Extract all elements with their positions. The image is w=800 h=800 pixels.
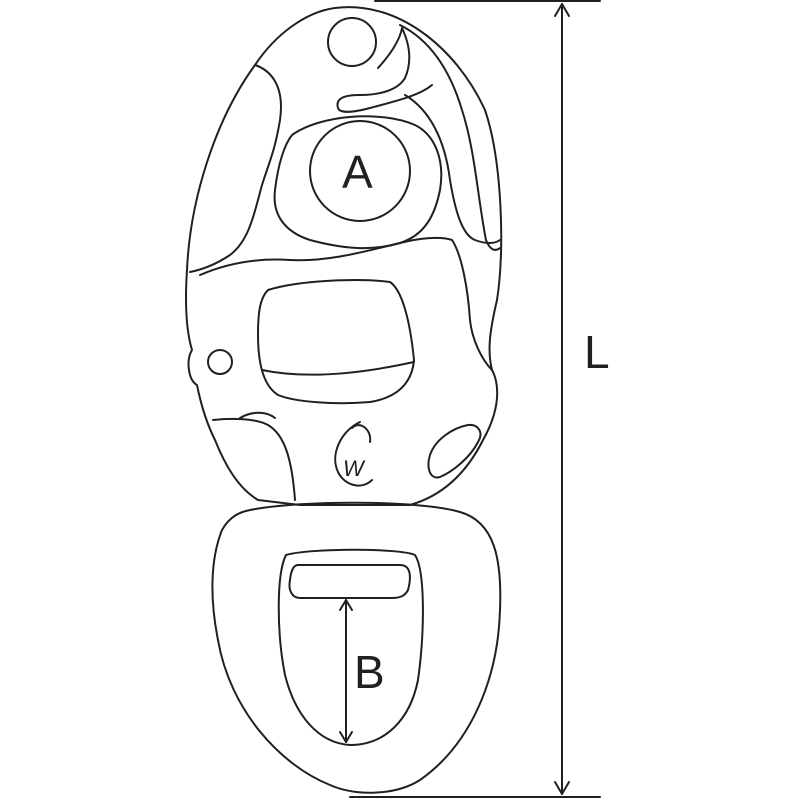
dimension-b-arrow-top bbox=[339, 599, 353, 611]
dimension-b: B bbox=[339, 599, 385, 743]
mid-separator bbox=[199, 236, 493, 371]
brand-logo: W bbox=[334, 421, 373, 487]
bail-outline bbox=[211, 501, 502, 794]
logo-swoosh-2 bbox=[351, 424, 372, 443]
bail-slot bbox=[288, 564, 411, 599]
logo-swoosh bbox=[334, 421, 373, 487]
latch-arm bbox=[399, 24, 501, 251]
dimension-l-arrow-bottom bbox=[554, 781, 570, 795]
shackle-body bbox=[185, 6, 503, 506]
pin-a bbox=[309, 120, 411, 222]
dimension-l: L bbox=[349, 0, 610, 798]
pin-hole-side bbox=[207, 349, 233, 375]
pin-hole-top bbox=[327, 17, 377, 67]
dimension-l-label: L bbox=[584, 326, 610, 378]
dimension-l-arrow-top bbox=[554, 3, 570, 17]
center-window bbox=[257, 279, 415, 405]
dimension-b-label: B bbox=[354, 646, 385, 698]
hook-curve bbox=[336, 27, 433, 113]
right-slot bbox=[427, 423, 482, 479]
body-outline bbox=[185, 6, 503, 506]
latch-arm-inner bbox=[404, 94, 501, 244]
lower-fold-inner bbox=[239, 411, 276, 419]
left-shoulder bbox=[189, 64, 282, 273]
swivel-bail bbox=[211, 501, 502, 794]
dimension-a-label: A bbox=[342, 146, 373, 198]
logo-letter: W bbox=[343, 456, 366, 481]
dimension-b-arrow-bottom bbox=[339, 731, 353, 743]
lower-fold bbox=[212, 417, 296, 501]
center-window-lip bbox=[261, 361, 415, 376]
bail-inner bbox=[277, 548, 424, 746]
